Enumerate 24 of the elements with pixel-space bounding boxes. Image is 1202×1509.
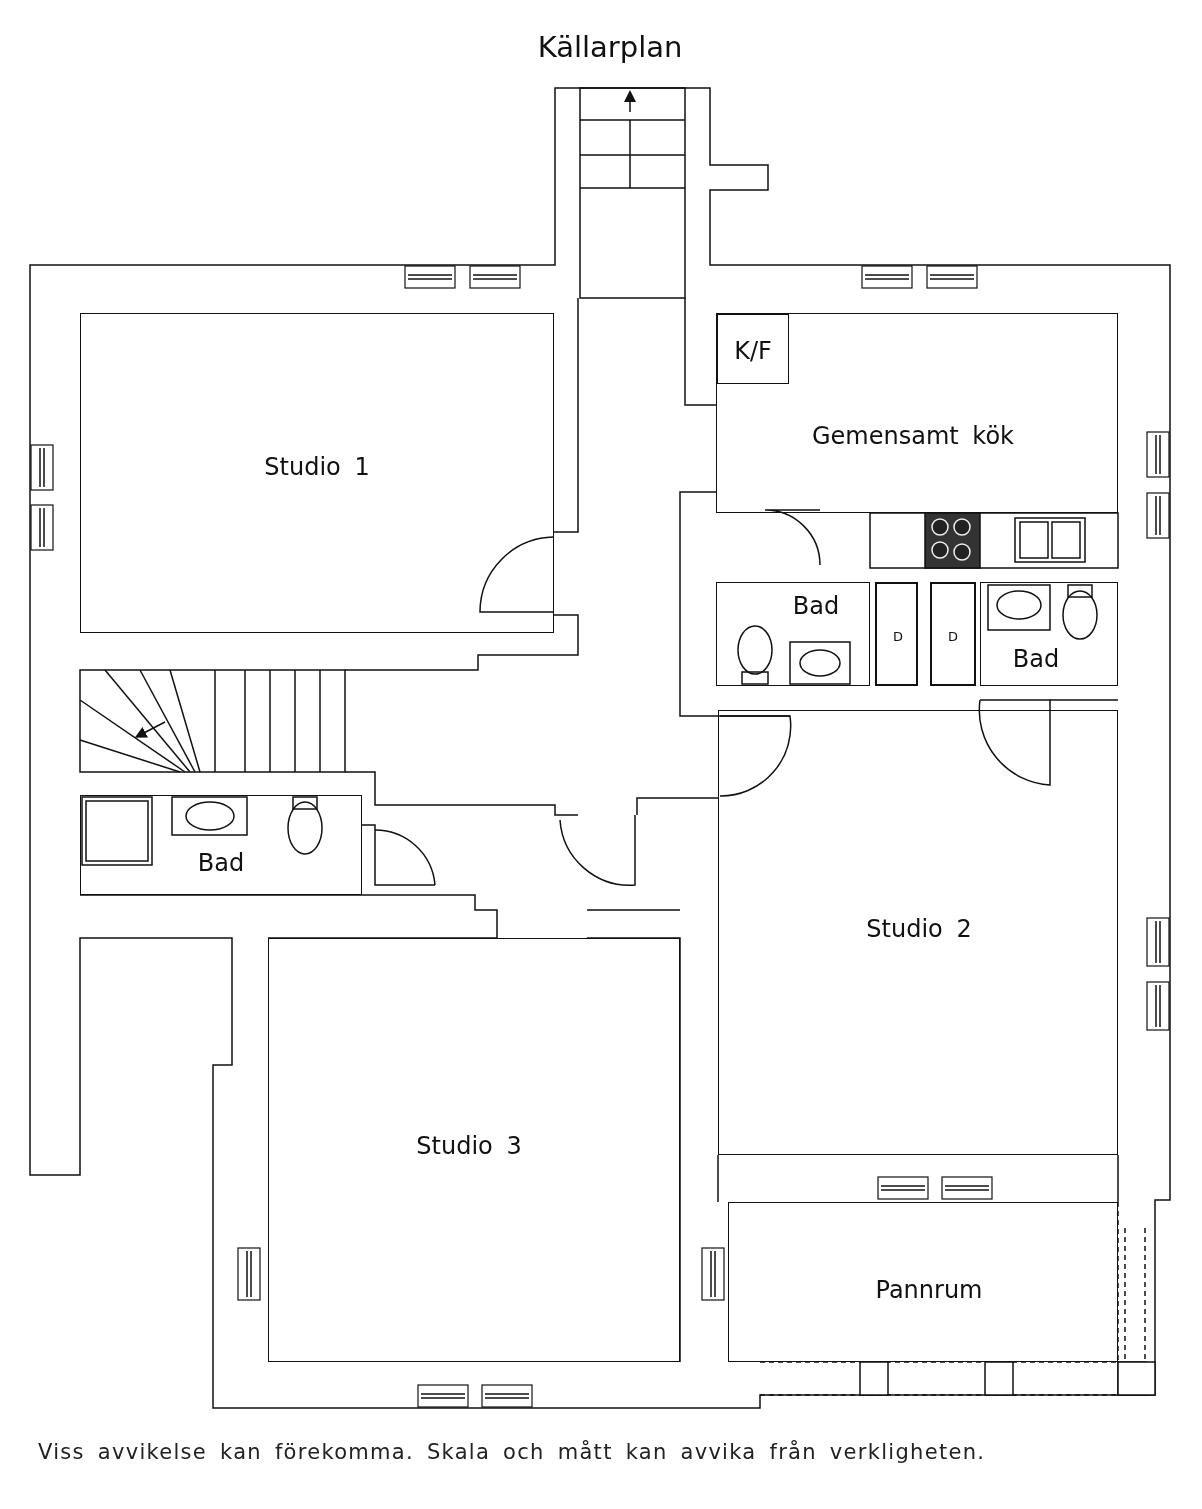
- room-outline: [80, 313, 554, 633]
- room-label: Pannrum: [875, 1276, 983, 1304]
- disclaimer-note: Viss avvikelse kan förekomma. Skala och mått kan avvika från verkligheten.: [38, 1440, 986, 1464]
- room-label: Bad: [197, 849, 245, 877]
- room-outline: [716, 582, 870, 686]
- room-outline: [718, 710, 1118, 1155]
- room-outline: [717, 314, 789, 384]
- plan-title: Källarplan: [536, 30, 684, 64]
- room-outline: [980, 582, 1118, 686]
- room-label: K/F: [734, 337, 772, 365]
- room-label: D: [893, 628, 903, 644]
- closet-outline: [875, 582, 918, 686]
- room-label: Studio 3: [416, 1132, 522, 1160]
- room-label: Studio 2: [866, 915, 972, 943]
- room-label: Bad: [1012, 645, 1060, 673]
- room-outline: [268, 938, 680, 1362]
- closet-outline: [930, 582, 976, 686]
- room-outline: [716, 313, 1118, 513]
- room-outline: [80, 795, 362, 895]
- room-outline: [728, 1202, 1118, 1362]
- room-label: Bad: [792, 592, 840, 620]
- room-label: Gemensamt kök: [812, 422, 1014, 450]
- room-label: Studio 1: [264, 453, 370, 481]
- room-label: D: [948, 628, 958, 644]
